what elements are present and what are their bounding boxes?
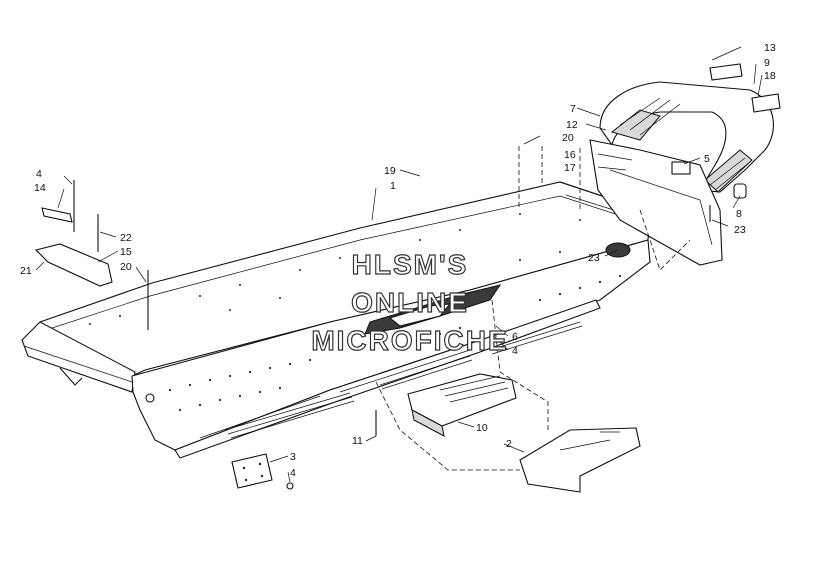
callout-9: 9: [764, 57, 770, 69]
callout-14: 14: [34, 182, 46, 194]
callout-1: 1: [390, 180, 396, 192]
callout-16: 16: [564, 149, 576, 161]
callout-11: 11: [352, 435, 363, 447]
callout-4-lower: 4: [290, 467, 296, 479]
watermark-line-1: HLSM'S: [352, 249, 469, 280]
rivet-holes: [168, 274, 622, 412]
left-bracket-group: [34, 180, 149, 330]
callout-21: 21: [20, 265, 32, 277]
callout-18: 18: [764, 70, 776, 82]
callout-labels: 13 9 18 7 12 20 16 5 17 8 23 23 19 1 4 1…: [20, 42, 776, 479]
clip-8: [733, 183, 747, 199]
running-board-tread: [224, 321, 583, 439]
callout-6: 6: [512, 331, 518, 343]
callout-22: 22: [120, 232, 132, 244]
callout-3: 3: [290, 451, 296, 463]
watermark-line-2: ONLINE: [351, 287, 469, 318]
plate-3: [231, 453, 273, 489]
assembly-lines: [375, 209, 691, 471]
watermark-line-3: MICROFICHE: [311, 325, 508, 356]
step-plate-10: [407, 373, 517, 437]
fastener-20-group: [518, 146, 581, 212]
callout-19: 19: [384, 165, 396, 177]
callout-20-lower: 20: [120, 261, 132, 273]
callout-15: 15: [120, 246, 132, 258]
tunnel-assembly: [21, 181, 655, 459]
leader-lines: [35, 46, 763, 483]
callout-4-middle: 4: [512, 345, 518, 357]
callout-5: 5: [704, 153, 710, 165]
callout-4-upper: 4: [36, 168, 42, 180]
callout-7: 7: [570, 103, 576, 115]
callout-23-right: 23: [734, 224, 746, 236]
bracket-2: [519, 427, 641, 493]
callout-13: 13: [764, 42, 776, 54]
deck-holes: [89, 213, 581, 325]
watermark: HLSM'S ONLINE MICROFICHE: [311, 248, 508, 356]
callout-10: 10: [476, 422, 488, 434]
decal-parts: [709, 63, 781, 113]
bottom-fasteners: [286, 410, 377, 490]
rear-bumper-assembly: [589, 81, 774, 266]
callout-17: 17: [564, 162, 576, 174]
callout-2: 2: [506, 438, 512, 450]
callout-20-upper: 20: [562, 132, 574, 144]
callout-8: 8: [736, 208, 742, 220]
callout-23-left: 23: [588, 252, 600, 264]
callout-12: 12: [566, 119, 578, 131]
emblem-badge: [364, 284, 502, 335]
